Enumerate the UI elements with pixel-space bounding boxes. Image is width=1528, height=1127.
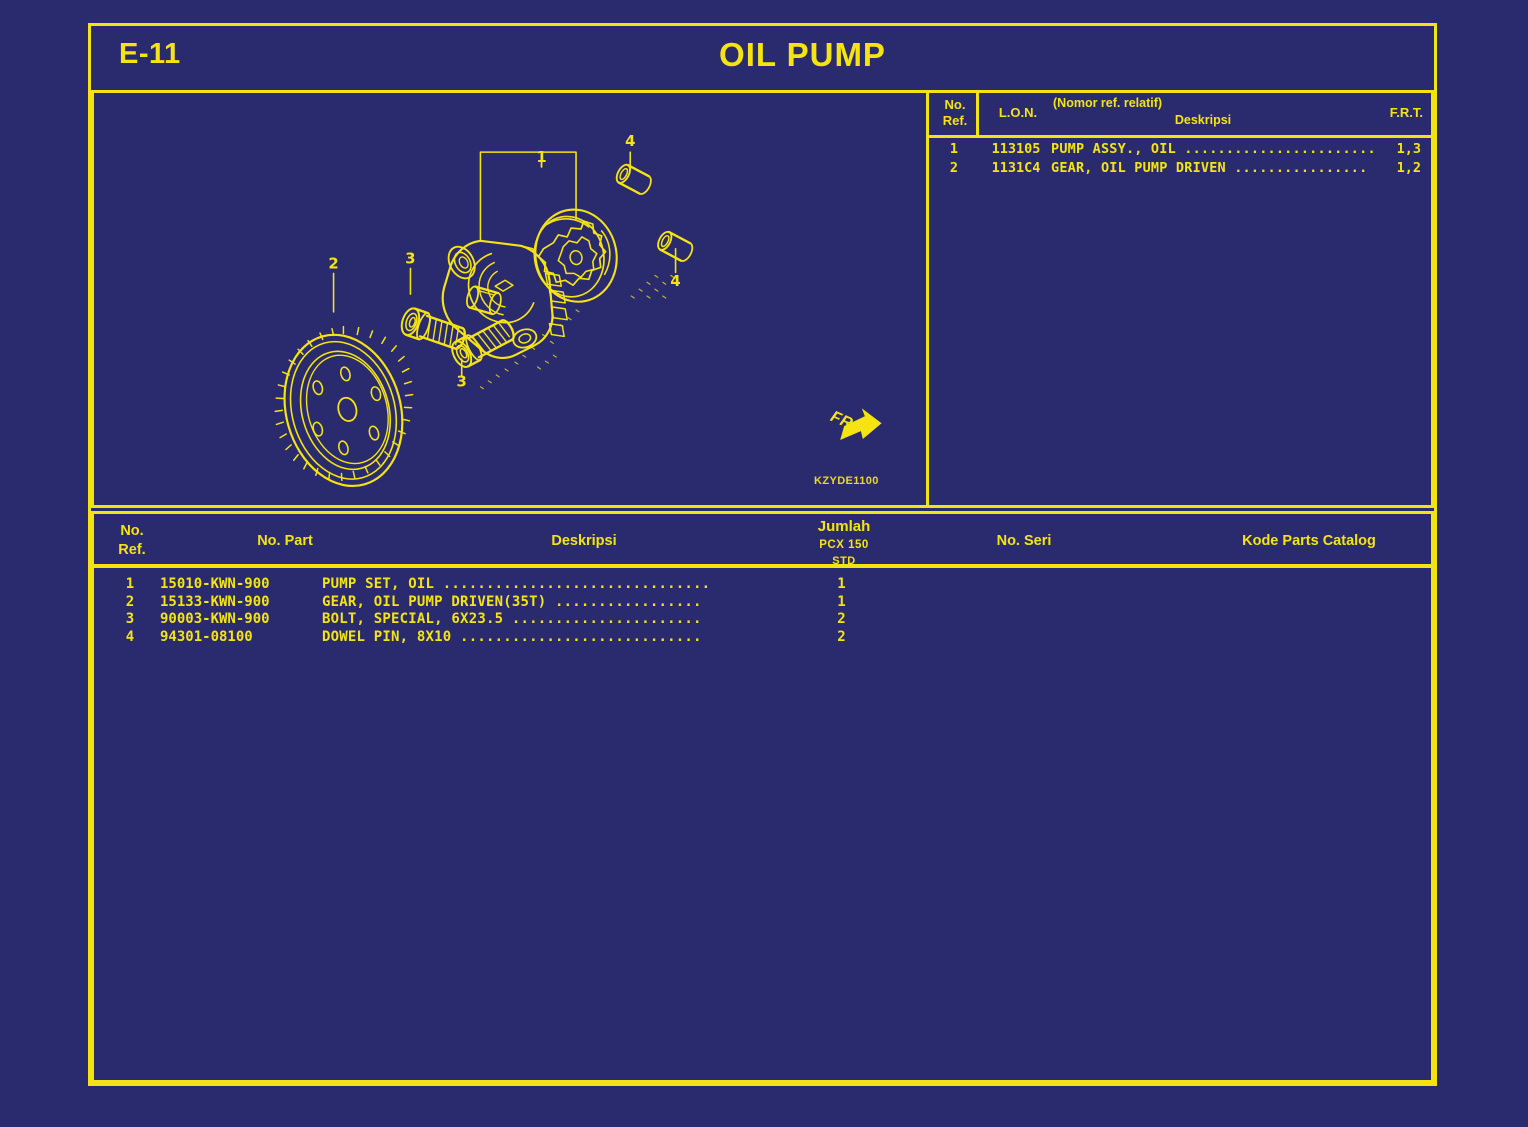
lon-cell-lon: 1131C4 [991,160,1041,176]
lon-table-row: 2 1131C4 GEAR, OIL PUMP DRIVEN .........… [929,160,1431,179]
lon-cell-frt: 1,2 [1396,160,1421,176]
section-code: E-11 [119,38,181,70]
lon-table-header: No. Ref. L.O.N. (Nomor ref. relatif) Des… [929,93,1431,138]
part-dowel-pin-lower [657,230,694,262]
parts-header-jumlah-title: Jumlah [817,518,871,535]
fr-block: FR. KZYDE1100 [812,403,922,498]
parts-header-jumlah: Jumlah PCX 150 STD [754,518,934,569]
part-oil-pump-rotor [533,208,618,303]
lon-table-row: 1 113105 PUMP ASSY., OIL ...............… [929,141,1431,160]
lon-header-lon: L.O.N. [998,105,1038,120]
page-title: OIL PUMP [719,36,886,73]
parts-cell-no-part: 15010-KWN-900 [160,576,270,592]
lon-header-nomor-ref-relatif: (Nomor ref. relatif) [1053,96,1163,110]
lon-table-body: 1 113105 PUMP ASSY., OIL ...............… [929,141,1431,179]
parts-cell-deskripsi: DOWEL PIN, 8X10 ........................… [322,628,702,645]
callout-4-lower: 4 [670,273,680,290]
callout-1: 1 [536,149,546,166]
parts-cell-deskripsi: BOLT, SPECIAL, 6X23.5 ..................… [322,611,702,627]
callout-2: 2 [328,255,338,272]
callout-3-lower: 3 [457,374,467,391]
parts-table-header: No. Ref. No. Part Deskripsi Jumlah PCX 1… [94,514,1431,568]
table-row: 2 15133-KWN-900 GEAR, OIL PUMP DRIVEN(35… [94,594,1431,612]
lon-cell-no-ref: 2 [949,160,959,176]
part-oil-pump-assembly [441,239,568,360]
parts-cell-no-ref: 1 [125,576,135,592]
callout-3-upper: 3 [405,251,415,268]
table-row: 3 90003-KWN-900 BOLT, SPECIAL, 6X23.5 ..… [94,611,1431,629]
parts-table-body: 1 15010-KWN-900 PUMP SET, OIL ..........… [94,576,1431,646]
lon-cell-deskripsi: GEAR, OIL PUMP DRIVEN ................ [1051,160,1368,176]
parts-cell-deskripsi: GEAR, OIL PUMP DRIVEN(35T) .............… [322,593,702,610]
parts-cell-jumlah: 1 [837,593,846,610]
parts-table-panel: No. Ref. No. Part Deskripsi Jumlah PCX 1… [91,511,1434,1083]
lon-cell-deskripsi: PUMP ASSY., OIL ....................... [1051,141,1376,157]
lon-cell-no-ref: 1 [949,141,959,157]
lon-header-deskripsi: Deskripsi [1174,113,1232,127]
parts-cell-no-part: 94301-08100 [160,628,253,645]
parts-header-kode-parts-catalog: Kode Parts Catalog [1242,533,1376,549]
table-row: 4 94301-08100 DOWEL PIN, 8X10 ..........… [94,629,1431,647]
drawing-code: KZYDE1100 [814,475,879,487]
lon-header-no-ref-line2: Ref. [942,113,968,129]
table-row: 1 15010-KWN-900 PUMP SET, OIL ..........… [94,576,1431,594]
lon-header-no-ref: No. Ref. [935,97,975,130]
fr-direction-arrow [840,408,882,440]
parts-header-no-ref: No. Ref. [106,522,158,560]
exploded-diagram-svg: 1 2 3 3 4 4 [274,133,882,488]
parts-header-no-seri: No. Seri [996,533,1052,549]
exploded-diagram-panel: 1 2 3 3 4 4 FR. KZYDE1100 [91,90,929,508]
parts-cell-jumlah: 2 [837,628,846,645]
lon-cell-frt: 1,3 [1396,141,1421,157]
parts-cell-no-part: 90003-KWN-900 [160,611,270,627]
parts-cell-no-ref: 2 [125,593,135,610]
assembly-phantom-dots [479,274,675,390]
parts-header-no-part: No. Part [257,533,313,549]
part-special-bolt-lower [451,319,515,368]
part-dowel-pin-upper [615,163,652,195]
lon-table-panel: No. Ref. L.O.N. (Nomor ref. relatif) Des… [926,90,1434,508]
lon-cell-lon: 113105 [991,141,1041,157]
lon-header-divider [976,93,979,138]
callout-numbers: 1 2 3 3 4 4 [328,133,680,390]
part-driven-gear [274,325,414,488]
parts-cell-no-ref: 3 [125,611,135,627]
lon-header-frt: F.R.T. [1389,105,1423,120]
parts-cell-jumlah: 2 [837,611,846,627]
parts-header-jumlah-model: PCX 150 [819,538,869,551]
parts-cell-no-ref: 4 [125,628,135,645]
parts-cell-deskripsi: PUMP SET, OIL ..........................… [322,576,711,592]
parts-header-jumlah-std: STD [832,555,856,568]
lon-header-no-ref-line1: No. [944,97,966,112]
parts-cell-jumlah: 1 [837,576,846,592]
callout-4-upper: 4 [625,133,635,150]
parts-header-deskripsi: Deskripsi [551,533,617,549]
parts-header-no-ref-line1: No. [120,523,144,539]
fr-label: FR. [827,408,860,435]
parts-cell-no-part: 15133-KWN-900 [160,593,270,610]
title-bar: E-11 OIL PUMP [91,26,1434,88]
page-outer-frame [88,23,1437,1086]
parts-header-no-ref-line2: Ref. [118,541,146,558]
